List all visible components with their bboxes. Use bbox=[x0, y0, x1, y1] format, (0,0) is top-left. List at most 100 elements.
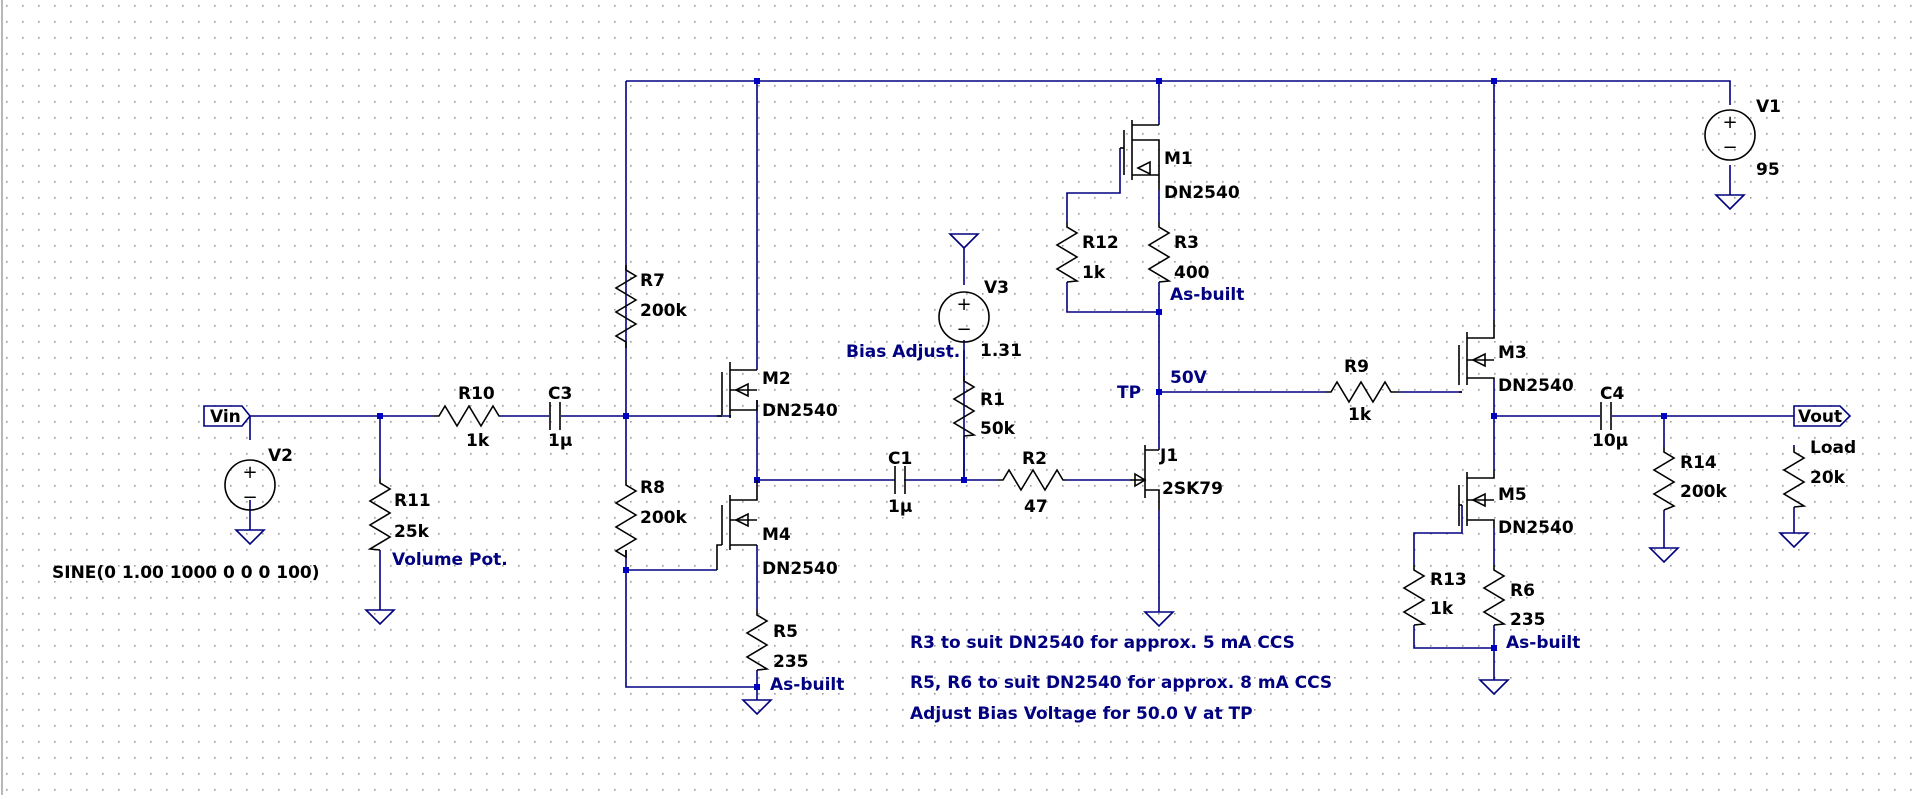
svg-text:Vout: Vout bbox=[1798, 407, 1842, 427]
resistor-r8[interactable] bbox=[614, 480, 638, 559]
mosfet-m1[interactable] bbox=[1120, 120, 1160, 190]
svg-text:R10: R10 bbox=[458, 384, 495, 404]
svg-text:M5: M5 bbox=[1498, 485, 1527, 505]
svg-text:As-built: As-built bbox=[1506, 633, 1580, 653]
net-flag-vin[interactable]: Vin bbox=[203, 405, 252, 427]
svg-text:C1: C1 bbox=[888, 449, 912, 469]
svg-text:R7: R7 bbox=[640, 271, 665, 291]
svg-text:DN2540: DN2540 bbox=[762, 559, 838, 579]
svg-text:DN2540: DN2540 bbox=[762, 401, 838, 421]
svg-text:R6: R6 bbox=[1510, 581, 1535, 601]
svg-text:+: + bbox=[1722, 112, 1737, 133]
svg-text:Load: Load bbox=[1810, 438, 1856, 458]
svg-text:DN2540: DN2540 bbox=[1164, 183, 1240, 203]
svg-text:1k: 1k bbox=[1348, 405, 1372, 425]
svg-text:DN2540: DN2540 bbox=[1498, 518, 1574, 538]
resistor-r9[interactable] bbox=[1326, 380, 1399, 404]
resistor-r14[interactable] bbox=[1652, 447, 1676, 511]
svg-text:M3: M3 bbox=[1498, 343, 1527, 363]
svg-text:200k: 200k bbox=[640, 301, 687, 321]
resistor-r2[interactable] bbox=[998, 468, 1066, 492]
svg-text:C3: C3 bbox=[548, 384, 572, 404]
v3-supply-flag bbox=[948, 233, 980, 250]
voltage-source-v3[interactable]: + − bbox=[938, 291, 990, 343]
voltage-source-v1[interactable]: + − bbox=[1704, 109, 1756, 161]
resistor-r1[interactable] bbox=[952, 376, 977, 437]
svg-text:95: 95 bbox=[1756, 160, 1780, 180]
svg-text:−: − bbox=[1722, 137, 1737, 158]
svg-text:235: 235 bbox=[1510, 610, 1546, 630]
svg-text:1k: 1k bbox=[1082, 263, 1106, 283]
svg-text:1k: 1k bbox=[466, 431, 490, 451]
junction-dots bbox=[377, 78, 1667, 690]
svg-text:−: − bbox=[956, 319, 971, 340]
resistor-r3[interactable] bbox=[1147, 222, 1172, 283]
svg-text:R11: R11 bbox=[394, 491, 431, 511]
capacitor-c4[interactable] bbox=[1600, 402, 1612, 430]
svg-text:V1: V1 bbox=[1756, 97, 1781, 117]
resistor-r5[interactable] bbox=[745, 610, 770, 671]
design-notes: R3 to suit DN2540 for approx. 5 mA CCS R… bbox=[910, 633, 1332, 724]
svg-text:SINE(0 1.00 1000 0 0 0 100): SINE(0 1.00 1000 0 0 0 100) bbox=[52, 563, 320, 583]
component-labels: V1 95 V2 SINE(0 1.00 1000 0 0 0 100) V3 … bbox=[52, 97, 1856, 695]
svg-text:400: 400 bbox=[1174, 263, 1210, 283]
resistor-load[interactable] bbox=[1782, 447, 1807, 508]
mosfet-m4[interactable] bbox=[716, 480, 758, 570]
svg-text:2SK79: 2SK79 bbox=[1162, 479, 1223, 499]
svg-text:M2: M2 bbox=[762, 369, 791, 389]
svg-text:R5: R5 bbox=[773, 622, 798, 642]
svg-text:Volume Pot.: Volume Pot. bbox=[392, 550, 508, 570]
svg-text:V2: V2 bbox=[268, 446, 293, 466]
ground-symbols bbox=[234, 194, 1810, 716]
wires bbox=[249, 80, 1795, 700]
mosfet-m2[interactable] bbox=[717, 362, 758, 418]
net-flag-vout[interactable]: Vout bbox=[1793, 405, 1852, 427]
resistor-r6[interactable] bbox=[1482, 565, 1507, 626]
svg-text:DN2540: DN2540 bbox=[1498, 376, 1574, 396]
svg-text:20k: 20k bbox=[1810, 468, 1846, 488]
capacitor-c1[interactable] bbox=[894, 466, 906, 494]
svg-text:V3: V3 bbox=[984, 278, 1009, 298]
svg-text:−: − bbox=[242, 487, 257, 508]
svg-text:As-built: As-built bbox=[1170, 285, 1244, 305]
svg-text:M1: M1 bbox=[1164, 149, 1193, 169]
voltage-source-v2[interactable]: + − bbox=[224, 459, 276, 511]
svg-text:M4: M4 bbox=[762, 525, 791, 545]
svg-text:1µ: 1µ bbox=[548, 431, 572, 451]
resistor-r7[interactable] bbox=[614, 265, 638, 348]
svg-text:R13: R13 bbox=[1430, 570, 1467, 590]
svg-text:As-built: As-built bbox=[770, 675, 844, 695]
svg-text:J1: J1 bbox=[1159, 446, 1178, 466]
svg-text:TP: TP bbox=[1117, 383, 1141, 403]
capacitor-c3[interactable] bbox=[549, 402, 561, 430]
mosfet-m3[interactable] bbox=[1458, 320, 1495, 393]
svg-text:+: + bbox=[956, 294, 971, 315]
svg-text:+: + bbox=[242, 462, 257, 483]
svg-text:R1: R1 bbox=[980, 390, 1005, 410]
svg-text:200k: 200k bbox=[640, 508, 687, 528]
svg-text:47: 47 bbox=[1024, 497, 1048, 517]
mosfet-m5[interactable] bbox=[1458, 470, 1495, 528]
svg-text:50V: 50V bbox=[1170, 368, 1208, 388]
svg-text:R14: R14 bbox=[1680, 453, 1717, 473]
resistor-r11[interactable] bbox=[367, 478, 392, 551]
svg-text:Adjust Bias Voltage for 50.0 V: Adjust Bias Voltage for 50.0 V at TP bbox=[910, 704, 1253, 724]
svg-text:R3: R3 bbox=[1174, 233, 1199, 253]
resistor-r12[interactable] bbox=[1055, 222, 1080, 283]
svg-text:R12: R12 bbox=[1082, 233, 1119, 253]
svg-text:R9: R9 bbox=[1344, 357, 1369, 377]
svg-text:Bias Adjust.: Bias Adjust. bbox=[846, 342, 960, 362]
svg-text:R8: R8 bbox=[640, 478, 665, 498]
svg-text:1.31: 1.31 bbox=[980, 341, 1022, 361]
jfet-j1[interactable] bbox=[1130, 445, 1160, 510]
svg-text:1k: 1k bbox=[1430, 599, 1454, 619]
resistor-r13[interactable] bbox=[1402, 565, 1427, 626]
svg-text:235: 235 bbox=[773, 652, 809, 672]
resistor-r10[interactable] bbox=[434, 404, 500, 428]
svg-text:10µ: 10µ bbox=[1592, 431, 1628, 451]
svg-text:1µ: 1µ bbox=[888, 497, 912, 517]
svg-text:Vin: Vin bbox=[210, 407, 241, 427]
